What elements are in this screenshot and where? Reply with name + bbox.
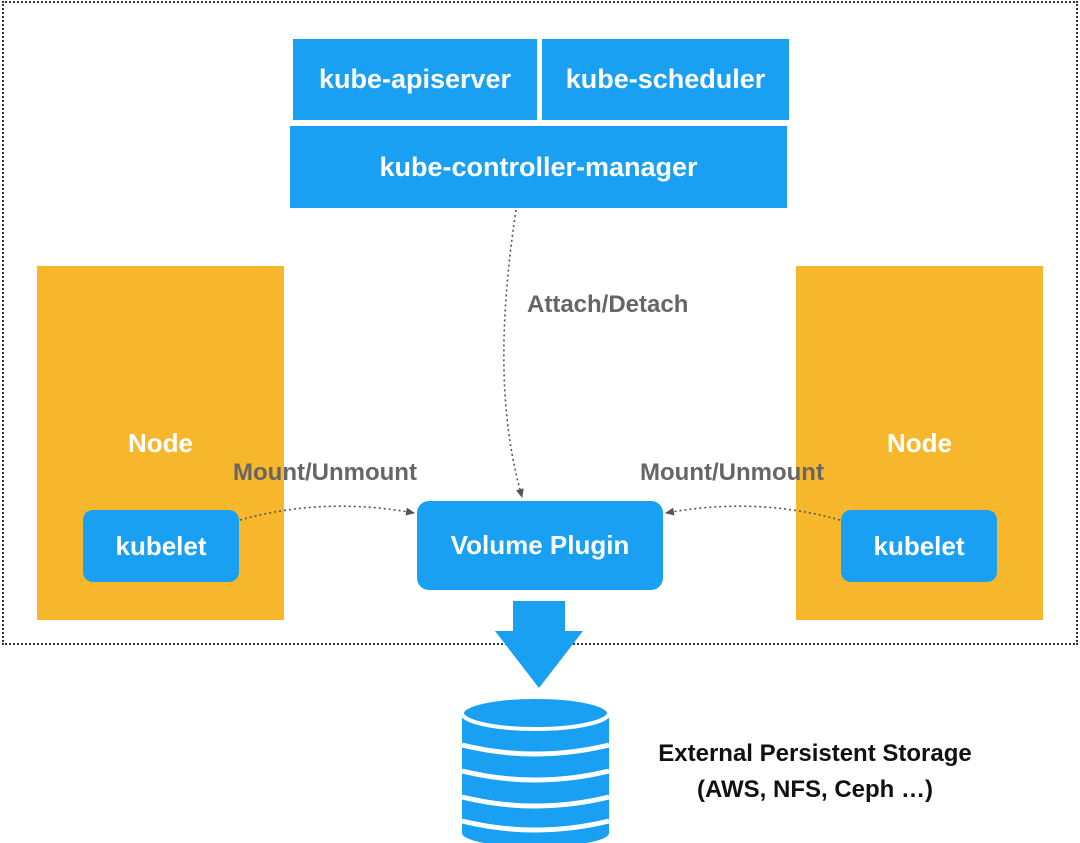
kube-controller-manager-box: kube-controller-manager	[290, 126, 787, 208]
attach-detach-connector	[503, 209, 524, 498]
kube-scheduler-box: kube-scheduler	[542, 39, 789, 120]
down-arrow-icon	[495, 601, 583, 688]
node-right-label: Node	[887, 428, 952, 458]
mount-unmount-right-label: Mount/Unmount	[640, 459, 824, 486]
database-icon	[460, 695, 611, 843]
kubelet-right: kubelet	[841, 510, 997, 582]
mount-left-connector	[239, 505, 415, 521]
mount-unmount-left-label: Mount/Unmount	[233, 459, 417, 486]
storage-title: External Persistent Storage	[658, 740, 972, 767]
storage-providers: (AWS, NFS, Ceph …)	[697, 776, 933, 803]
node-left-label: Node	[128, 428, 193, 458]
mount-right-connector	[665, 505, 841, 521]
storage-label: External Persistent Storage (AWS, NFS, C…	[630, 736, 1000, 808]
kubelet-left: kubelet	[83, 510, 239, 582]
attach-detach-label: Attach/Detach	[527, 291, 689, 318]
kube-apiserver-box: kube-apiserver	[293, 39, 537, 120]
volume-plugin-box: Volume Plugin	[417, 501, 663, 590]
